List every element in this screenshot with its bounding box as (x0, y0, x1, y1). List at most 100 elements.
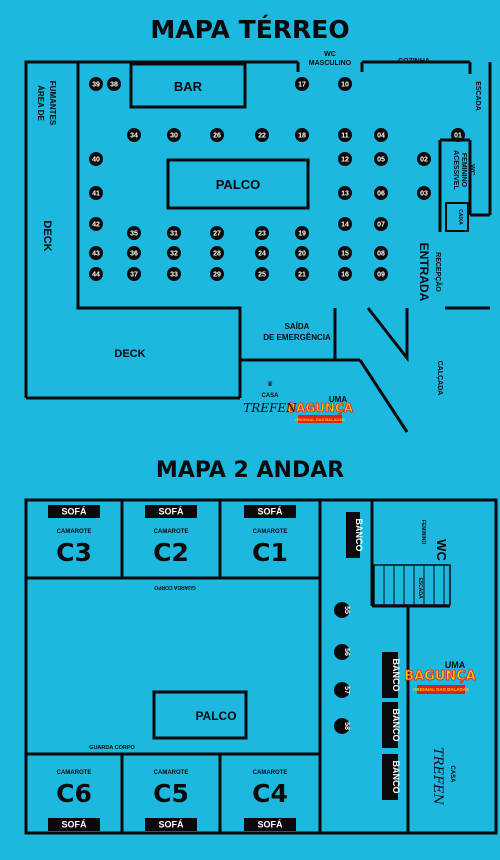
table-number: 21 (298, 272, 306, 279)
sofa-box (48, 505, 100, 518)
camarote-label: CAMAROTE (154, 770, 189, 776)
deck-side-label: DECK (41, 220, 53, 251)
table-number: 12 (341, 157, 349, 164)
table-marker: 04 (374, 128, 388, 142)
logo-original-text: ORIGINAL DAS BALADAS (295, 417, 345, 422)
table-number: 34 (130, 133, 138, 140)
table-number: 11 (341, 133, 349, 140)
table-number: 32 (170, 251, 178, 258)
table-marker: 03 (417, 186, 431, 200)
wc-feminino-label-3: ACESSIVEL (452, 150, 459, 190)
svg-text:♛: ♛ (267, 380, 273, 388)
table-number: 13 (341, 191, 349, 198)
entrada-label: ENTRADA (417, 243, 431, 302)
table-number: 18 (298, 133, 306, 140)
table-marker: 58 (334, 718, 350, 734)
table-number: 07 (377, 222, 385, 229)
banco-label: BANCO (391, 709, 401, 742)
table-marker: 11 (338, 128, 352, 142)
second-stage (152, 690, 248, 740)
sofa-box (244, 818, 296, 831)
table-marker: 32 (167, 246, 181, 260)
table-marker: 10 (338, 77, 352, 91)
logo-uma-text: UMA (329, 395, 347, 404)
table-number: 19 (298, 231, 306, 238)
stairs (373, 564, 451, 606)
sofa-label: SOFÁ (257, 820, 283, 830)
table-marker: 44 (89, 267, 103, 281)
table-number: 01 (454, 133, 462, 140)
banco: BANCO (382, 652, 401, 698)
table-marker: 38 (107, 77, 121, 91)
table-number: 04 (377, 133, 385, 140)
table-number: 41 (92, 191, 100, 198)
logo2-original-text: ORIGINAL DAS BALADAS (413, 687, 469, 692)
table-number: 56 (343, 648, 350, 656)
logo-ribbon (298, 415, 342, 423)
sofa-label: SOFÁ (61, 820, 87, 830)
table-marker: 23 (255, 226, 269, 240)
table-marker: 16 (338, 267, 352, 281)
table-number: 08 (377, 251, 385, 258)
table-number: 20 (298, 251, 306, 258)
ground-stage-label: PALCO (216, 177, 261, 192)
bar-label: BAR (174, 79, 203, 94)
guarda-corpo-top-label: GUARDA CORPO (154, 584, 196, 590)
wc-feminino-label-2: FEMININO (460, 153, 467, 188)
bancos: BANCO BANCO BANCO BANCO (346, 512, 401, 800)
table-marker: 15 (338, 246, 352, 260)
banco-label: BANCO (391, 761, 401, 794)
camarote-label: CAMAROTE (57, 529, 92, 535)
sofa-box (48, 818, 100, 831)
table-number: 02 (420, 157, 428, 164)
table-number: 55 (343, 606, 350, 614)
banco: BANCO (346, 512, 364, 558)
table-marker: 07 (374, 217, 388, 231)
ground-floor-title: MAPA TÉRREO (150, 15, 349, 44)
table-number: 09 (377, 272, 385, 279)
table-marker: 56 (334, 644, 350, 660)
table-marker: 31 (167, 226, 181, 240)
second-stage-label: PALCO (195, 709, 236, 723)
table-marker: 55 (334, 602, 350, 618)
banco: BANCO (382, 702, 401, 748)
table-marker: 40 (89, 152, 103, 166)
table-number: 39 (92, 82, 100, 89)
table-number: 15 (341, 251, 349, 258)
table-number: 38 (110, 82, 118, 89)
table-number: 43 (92, 251, 100, 258)
camarote-code: C4 (252, 779, 288, 808)
table-number: 16 (341, 272, 349, 279)
table-number: 44 (92, 272, 100, 279)
table-marker: 12 (338, 152, 352, 166)
camarote-label: CAMAROTE (57, 770, 92, 776)
wc-masculino-label-2: MASCULINO (309, 60, 352, 67)
table-marker: 27 (210, 226, 224, 240)
table-number: 06 (377, 191, 385, 198)
ground-floor-walls (24, 60, 492, 433)
table-number: 25 (258, 272, 266, 279)
table-number: 14 (341, 222, 349, 229)
table-marker: 43 (89, 246, 103, 260)
camarote-c6: SOFÁ CAMAROTE C6 (48, 770, 100, 831)
ground-stage (166, 158, 310, 210)
table-marker: 33 (167, 267, 181, 281)
table-marker: 41 (89, 186, 103, 200)
sofa-box (145, 505, 197, 518)
table-marker: 18 (295, 128, 309, 142)
table-number: 24 (258, 251, 266, 258)
logo2-bagunca-text: BAGUNÇA (404, 669, 476, 684)
table-marker: 22 (255, 128, 269, 142)
table-marker: 30 (167, 128, 181, 142)
camarotes: SOFÁCAMAROTEC3SOFÁCAMAROTEC2SOFÁCAMAROTE… (48, 505, 296, 831)
table-marker: 06 (374, 186, 388, 200)
sofa-box (145, 818, 197, 831)
camarote-code: C6 (56, 779, 92, 808)
deck-bottom-label: DECK (114, 348, 145, 360)
